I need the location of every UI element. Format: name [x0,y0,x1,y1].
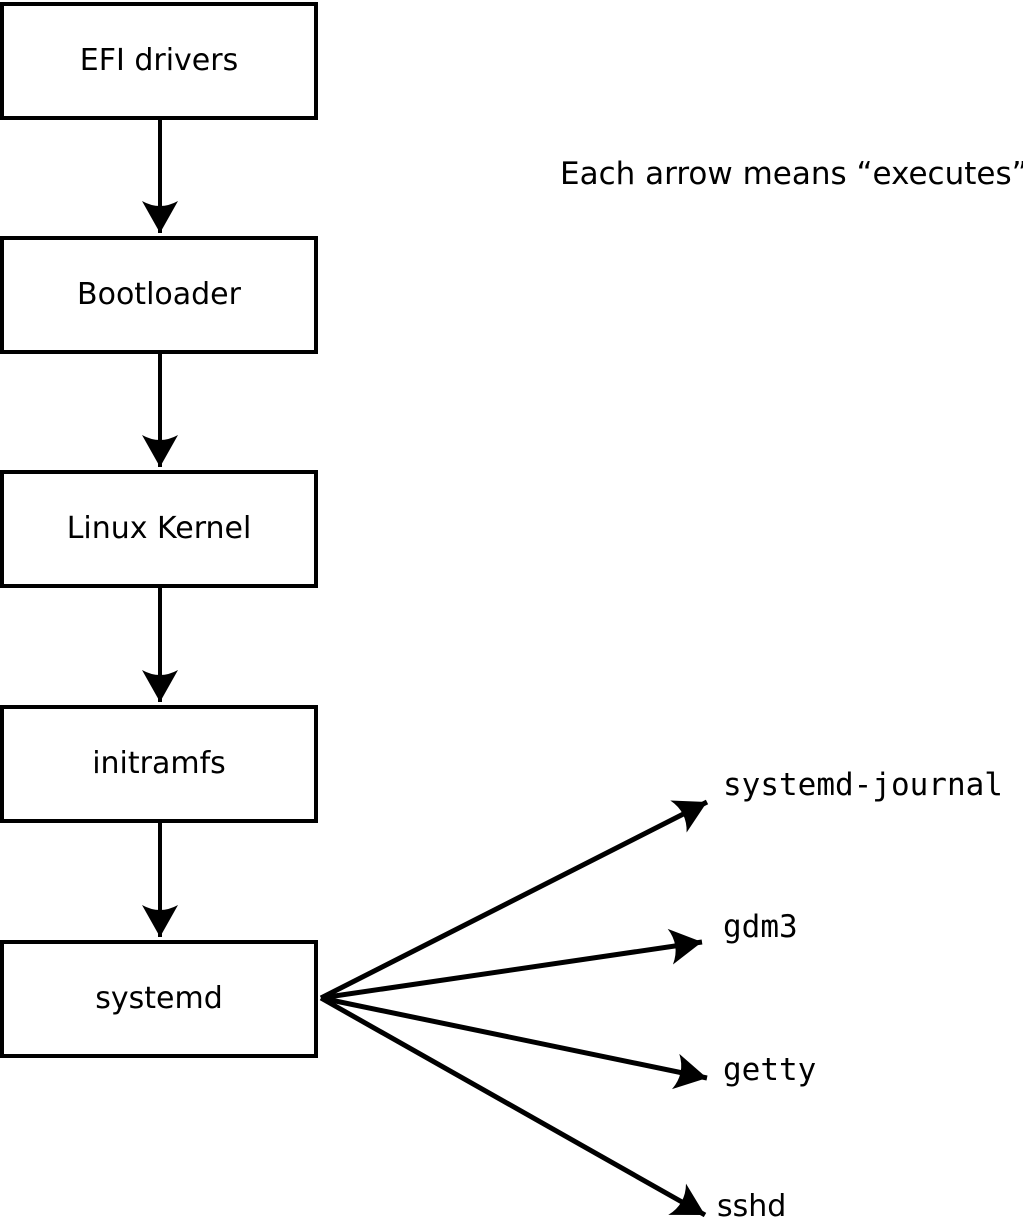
node-initramfs: initramfs [0,705,318,823]
node-efi-drivers: EFI drivers [0,2,318,120]
edge-systemd-to-getty [320,995,708,1090]
diagram-caption: Each arrow means “executes”. [560,156,1023,192]
node-sshd: sshd [717,1189,787,1224]
node-linux-kernel: Linux Kernel [0,470,318,588]
node-label: EFI drivers [79,43,239,78]
edge-systemd-to-gdm3 [320,928,703,1001]
edge-systemd-to-sshd [319,995,707,1218]
node-getty: getty [723,1052,817,1088]
node-systemd: systemd [0,940,318,1058]
node-systemd-journal: systemd-journal [723,767,1003,803]
node-label: Bootloader [77,277,241,312]
node-gdm3: gdm3 [723,909,798,945]
node-bootloader: Bootloader [0,236,318,354]
edge-systemd-to-systemd-journal [319,799,709,1001]
node-label: systemd [95,981,223,1016]
node-label: initramfs [92,746,226,781]
node-label: Linux Kernel [66,511,252,546]
